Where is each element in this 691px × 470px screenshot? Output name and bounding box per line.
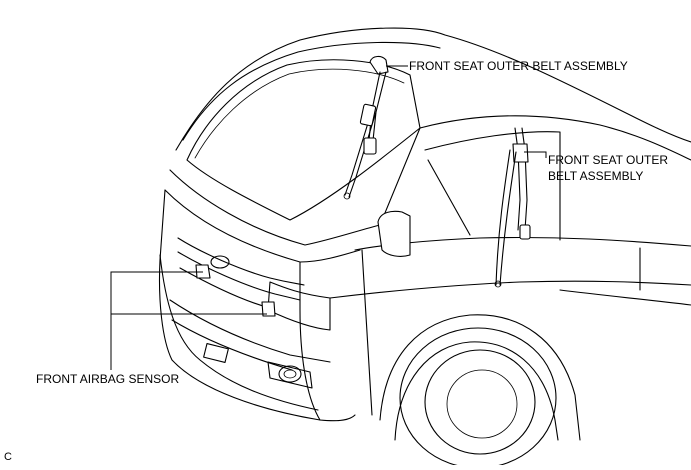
label-front-seat-outer-belt-assembly-right-line2: BELT ASSEMBLY [548,169,644,183]
label-front-seat-outer-belt-assembly-top: FRONT SEAT OUTER BELT ASSEMBLY [409,59,628,73]
corner-code: C [4,451,12,463]
label-front-airbag-sensor: FRONT AIRBAG SENSOR [36,372,180,386]
label-front-seat-outer-belt-assembly-right-line1: FRONT SEAT OUTER [548,153,669,167]
seat-belt-assembly-icon-top [343,55,389,200]
seat-belt-assembly-icon-right [494,127,531,288]
leader-airbag-sensor [110,271,267,315]
airbag-sensor-icon-lower [261,301,276,317]
leader-belt-right [524,151,547,158]
